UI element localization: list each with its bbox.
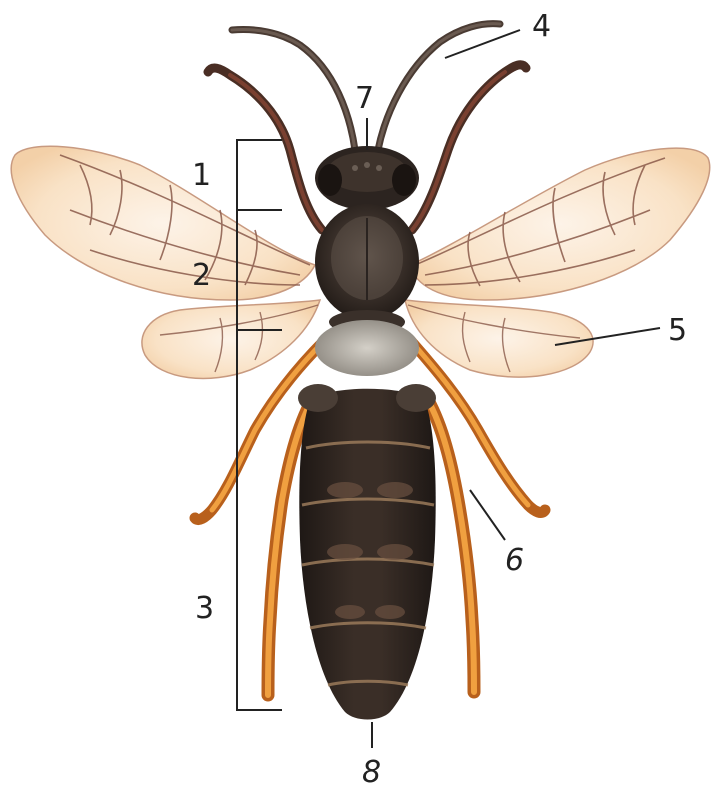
callout-5: 5 <box>668 313 687 348</box>
callout-7: 7 <box>355 81 374 116</box>
abdomen <box>298 384 436 720</box>
head <box>315 146 419 210</box>
callout-8: 8 <box>362 755 381 788</box>
left-front-leg <box>208 68 322 230</box>
left-forewing <box>11 146 315 300</box>
thorax <box>315 204 419 334</box>
right-front-leg <box>412 65 526 230</box>
callout-1: 1 <box>192 158 211 193</box>
propodeum-hair <box>315 320 419 376</box>
callout-4: 4 <box>532 9 551 44</box>
callout-3: 3 <box>195 591 214 626</box>
callout-2: 2 <box>192 258 211 293</box>
callout-6: 6 <box>505 543 524 578</box>
leader-line-6 <box>470 490 505 540</box>
right-forewing <box>410 148 710 300</box>
